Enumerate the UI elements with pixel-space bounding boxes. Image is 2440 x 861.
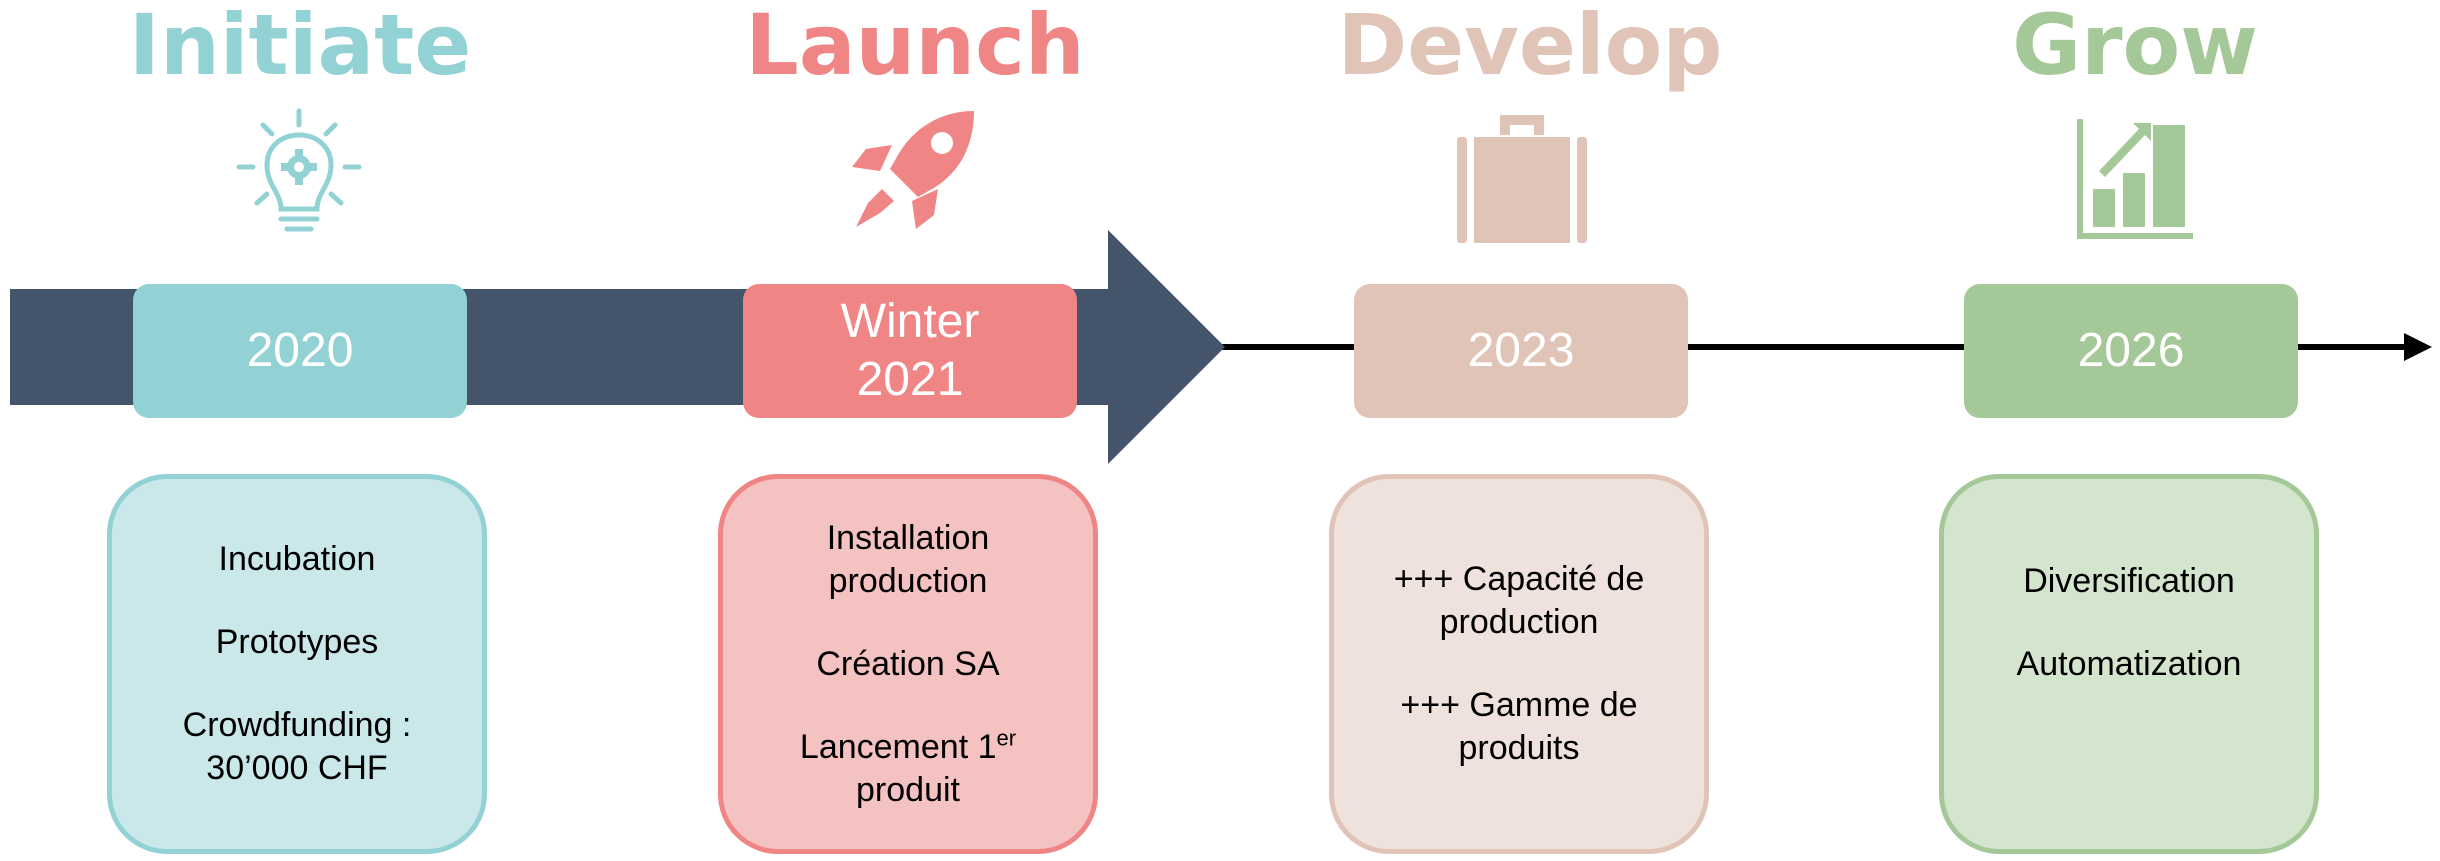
date-box-winter-2021: Winter 2021 bbox=[743, 284, 1077, 418]
briefcase-icon bbox=[1442, 105, 1602, 245]
growth-chart-icon bbox=[2055, 105, 2215, 245]
card-grow: Diversification Automatization bbox=[1939, 474, 2319, 854]
card-item-tail: produit bbox=[856, 770, 960, 809]
card-initiate: Incubation Prototypes Crowdfunding : 30’… bbox=[107, 474, 487, 854]
date-box-2020: 2020 bbox=[133, 284, 467, 418]
date-label: 2020 bbox=[246, 324, 354, 377]
date-label: Winter 2021 bbox=[800, 293, 1020, 409]
card-item: Crowdfunding : 30’000 CHF bbox=[182, 706, 412, 787]
timeline-end-arrowhead bbox=[2404, 333, 2432, 361]
date-label-line1: Winter bbox=[840, 295, 980, 348]
card-item: Incubation bbox=[218, 540, 376, 578]
phase-title-initiate: Initiate bbox=[128, 0, 472, 94]
card-item-lancement: Lancement 1er produit bbox=[800, 726, 1016, 812]
card-item: Prototypes bbox=[215, 623, 379, 661]
rocket-icon bbox=[832, 105, 992, 245]
date-box-2023: 2023 bbox=[1354, 284, 1688, 418]
card-item: Installation production bbox=[826, 518, 990, 600]
card-item-text: Lancement 1 bbox=[799, 727, 997, 766]
card-develop: +++ Capacité de production +++ Gamme de … bbox=[1329, 474, 1709, 854]
date-box-2026: 2026 bbox=[1964, 284, 2298, 418]
card-launch: Installation production Création SA Lanc… bbox=[718, 474, 1098, 854]
date-label: 2026 bbox=[2077, 324, 2185, 377]
phase-title-grow: Grow bbox=[2012, 0, 2258, 94]
phase-title-launch: Launch bbox=[745, 0, 1085, 94]
phase-title-develop: Develop bbox=[1337, 0, 1723, 94]
card-item: +++ Capacité de production bbox=[1393, 560, 1645, 641]
card-item: Automatization bbox=[2016, 644, 2242, 683]
card-item: Création SA bbox=[816, 644, 1000, 683]
progress-arrow-head bbox=[1108, 230, 1225, 464]
date-label-line2: 2021 bbox=[856, 353, 964, 406]
card-item: +++ Gamme de produits bbox=[1400, 686, 1638, 767]
lightbulb-gear-icon bbox=[219, 105, 379, 245]
card-item-superscript: er bbox=[996, 725, 1017, 751]
card-item: Diversification bbox=[2023, 561, 2235, 600]
date-label: 2023 bbox=[1467, 324, 1575, 377]
